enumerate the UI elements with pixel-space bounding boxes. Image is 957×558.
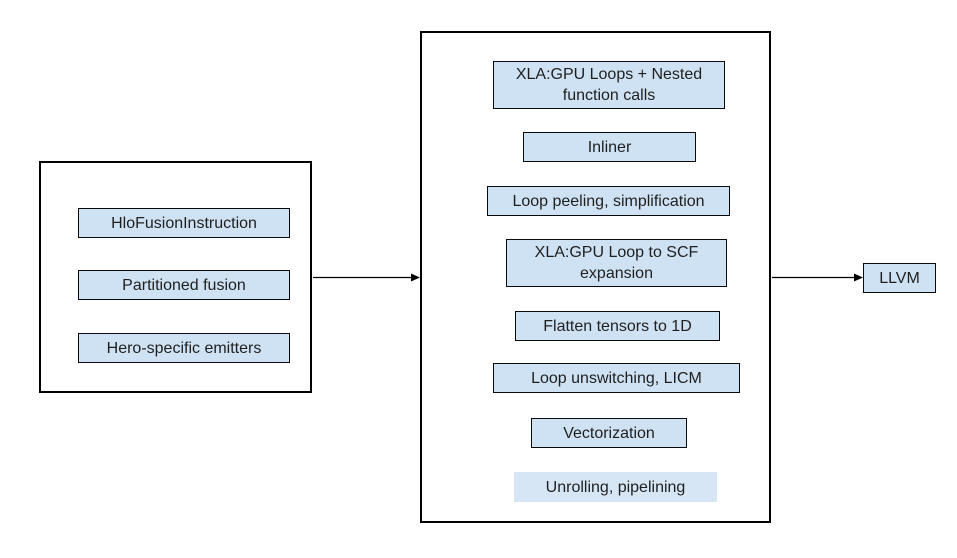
node-unrolling-pipelining: Unrolling, pipelining	[514, 472, 717, 502]
node-flatten-tensors-to-1d: Flatten tensors to 1D	[515, 311, 720, 341]
node-xla-gpu-loop-to-scf-expansion: XLA:GPU Loop to SCF expansion	[506, 239, 727, 287]
node-hlo-fusion-instruction: HloFusionInstruction	[78, 208, 290, 238]
node-hero-specific-emitters: Hero-specific emitters	[78, 333, 290, 363]
node-loop-unswitching-licm: Loop unswitching, LICM	[493, 363, 740, 393]
node-loop-peeling-simplification: Loop peeling, simplification	[487, 186, 730, 216]
node-inliner: Inliner	[523, 132, 696, 162]
left-stage-container: HloFusionInstruction Partitioned fusion …	[39, 161, 312, 393]
node-vectorization: Vectorization	[531, 418, 687, 448]
node-partitioned-fusion: Partitioned fusion	[78, 270, 290, 300]
pipeline-stage-container: XLA:GPU Loops + Nested function calls In…	[420, 31, 771, 523]
node-xla-gpu-loops-nested-function-calls: XLA:GPU Loops + Nested function calls	[493, 61, 725, 109]
node-llvm: LLVM	[863, 263, 936, 293]
